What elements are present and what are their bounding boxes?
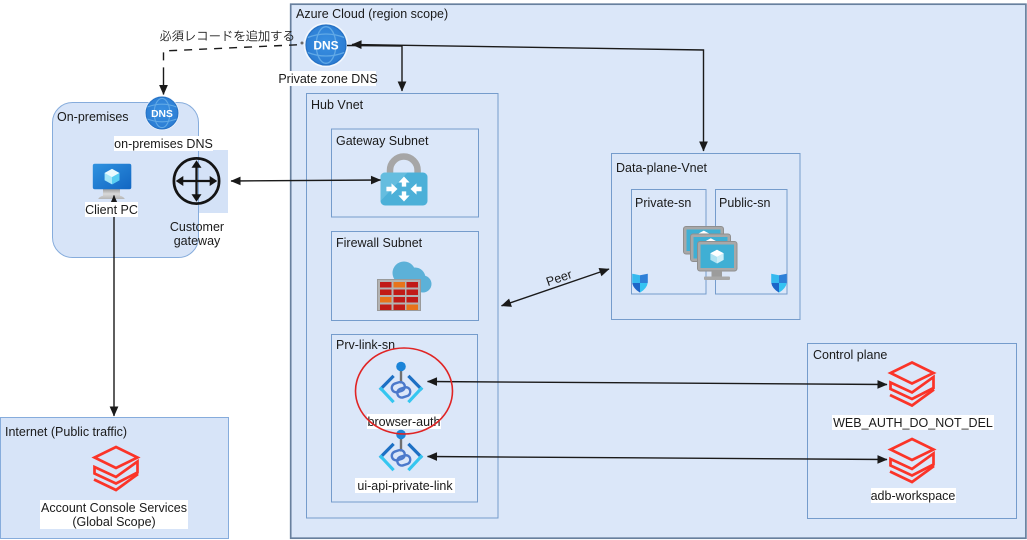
svg-text:Public-sn: Public-sn — [719, 196, 770, 210]
svg-text:browser-auth: browser-auth — [368, 415, 441, 429]
svg-text:(Global Scope): (Global Scope) — [72, 515, 155, 529]
svg-text:DNS: DNS — [151, 109, 173, 120]
svg-text:Gateway Subnet: Gateway Subnet — [336, 134, 429, 148]
svg-text:Account Console Services: Account Console Services — [41, 501, 187, 515]
svg-text:Customer: Customer — [170, 220, 224, 234]
svg-text:gateway: gateway — [174, 234, 221, 248]
svg-text:Private-sn: Private-sn — [635, 196, 691, 210]
svg-text:Internet (Public traffic): Internet (Public traffic) — [5, 425, 127, 439]
svg-text:Azure Cloud (region scope): Azure Cloud (region scope) — [296, 7, 448, 21]
svg-text:DNS: DNS — [313, 39, 338, 53]
svg-text:Prv-link-sn: Prv-link-sn — [336, 338, 395, 352]
svg-text:ui-api-private-link: ui-api-private-link — [357, 479, 453, 493]
svg-text:on-premises DNS: on-premises DNS — [114, 137, 213, 151]
svg-text:Data-plane-Vnet: Data-plane-Vnet — [616, 161, 708, 175]
svg-text:Private zone DNS: Private zone DNS — [278, 72, 377, 86]
svg-text:Client PC: Client PC — [85, 203, 138, 217]
svg-text:Hub Vnet: Hub Vnet — [311, 98, 364, 112]
svg-text:Firewall Subnet: Firewall Subnet — [336, 236, 423, 250]
svg-text:On-premises: On-premises — [57, 110, 129, 124]
svg-text:Control plane: Control plane — [813, 348, 887, 362]
svg-text:adb-workspace: adb-workspace — [871, 489, 956, 503]
svg-text:WEB_AUTH_DO_NOT_DEL: WEB_AUTH_DO_NOT_DEL — [833, 416, 993, 430]
